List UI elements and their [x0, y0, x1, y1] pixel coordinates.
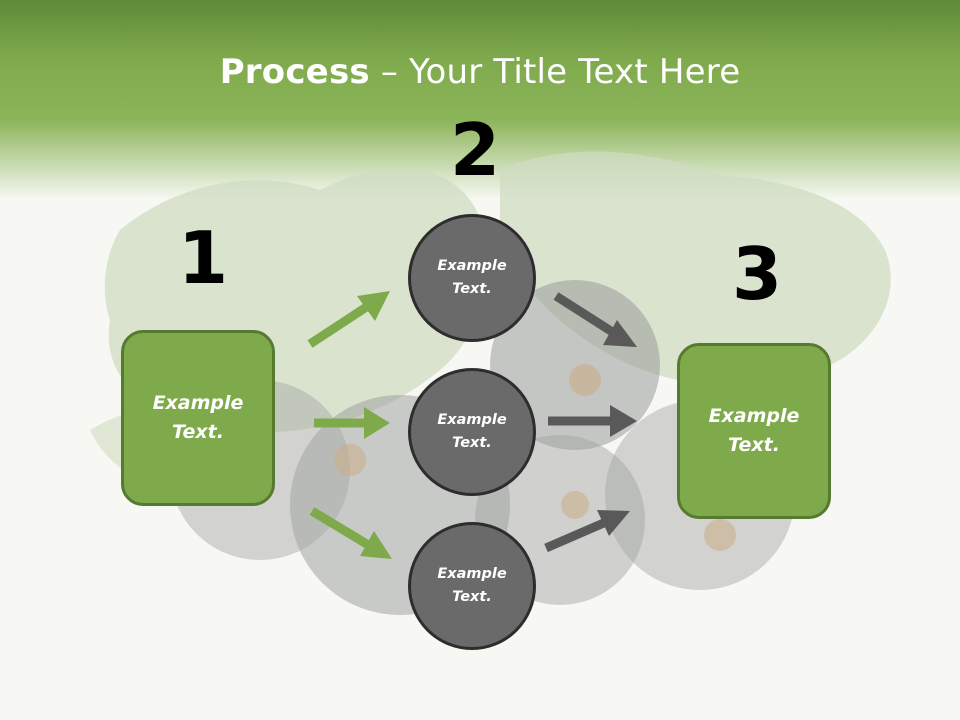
- arrow-gray-middle: [548, 405, 637, 437]
- left-box: Example Text.: [121, 330, 275, 506]
- slide-title: Process – Your Title Text Here: [0, 52, 960, 92]
- arrow-green-middle: [314, 407, 390, 439]
- right-box: Example Text.: [677, 343, 831, 519]
- arrow-green-down: [309, 507, 392, 559]
- circle-middle: Example Text.: [408, 368, 536, 496]
- title-bold: Process: [219, 52, 370, 92]
- header-band: [0, 0, 960, 200]
- arrow-gray-up: [544, 510, 630, 553]
- step-number-1: 1: [178, 216, 229, 300]
- title-rest: – Your Title Text Here: [369, 52, 741, 92]
- circle-bottom: Example Text.: [408, 522, 536, 650]
- circle-bottom-text: Example Text.: [437, 566, 507, 605]
- right-box-text: Example Text.: [708, 405, 800, 456]
- berry-tip: [569, 364, 601, 396]
- left-box-text: Example Text.: [152, 392, 244, 443]
- arrow-green-up: [307, 291, 390, 348]
- step-number-2: 2: [450, 108, 501, 192]
- circle-top: Example Text.: [408, 214, 536, 342]
- berry-tip: [704, 519, 736, 551]
- arrow-gray-down: [553, 292, 637, 347]
- circle-top-text: Example Text.: [437, 258, 507, 297]
- berry-tip: [561, 491, 589, 519]
- circle-middle-text: Example Text.: [437, 412, 507, 451]
- berry-tip: [334, 444, 366, 476]
- step-number-3: 3: [732, 232, 783, 316]
